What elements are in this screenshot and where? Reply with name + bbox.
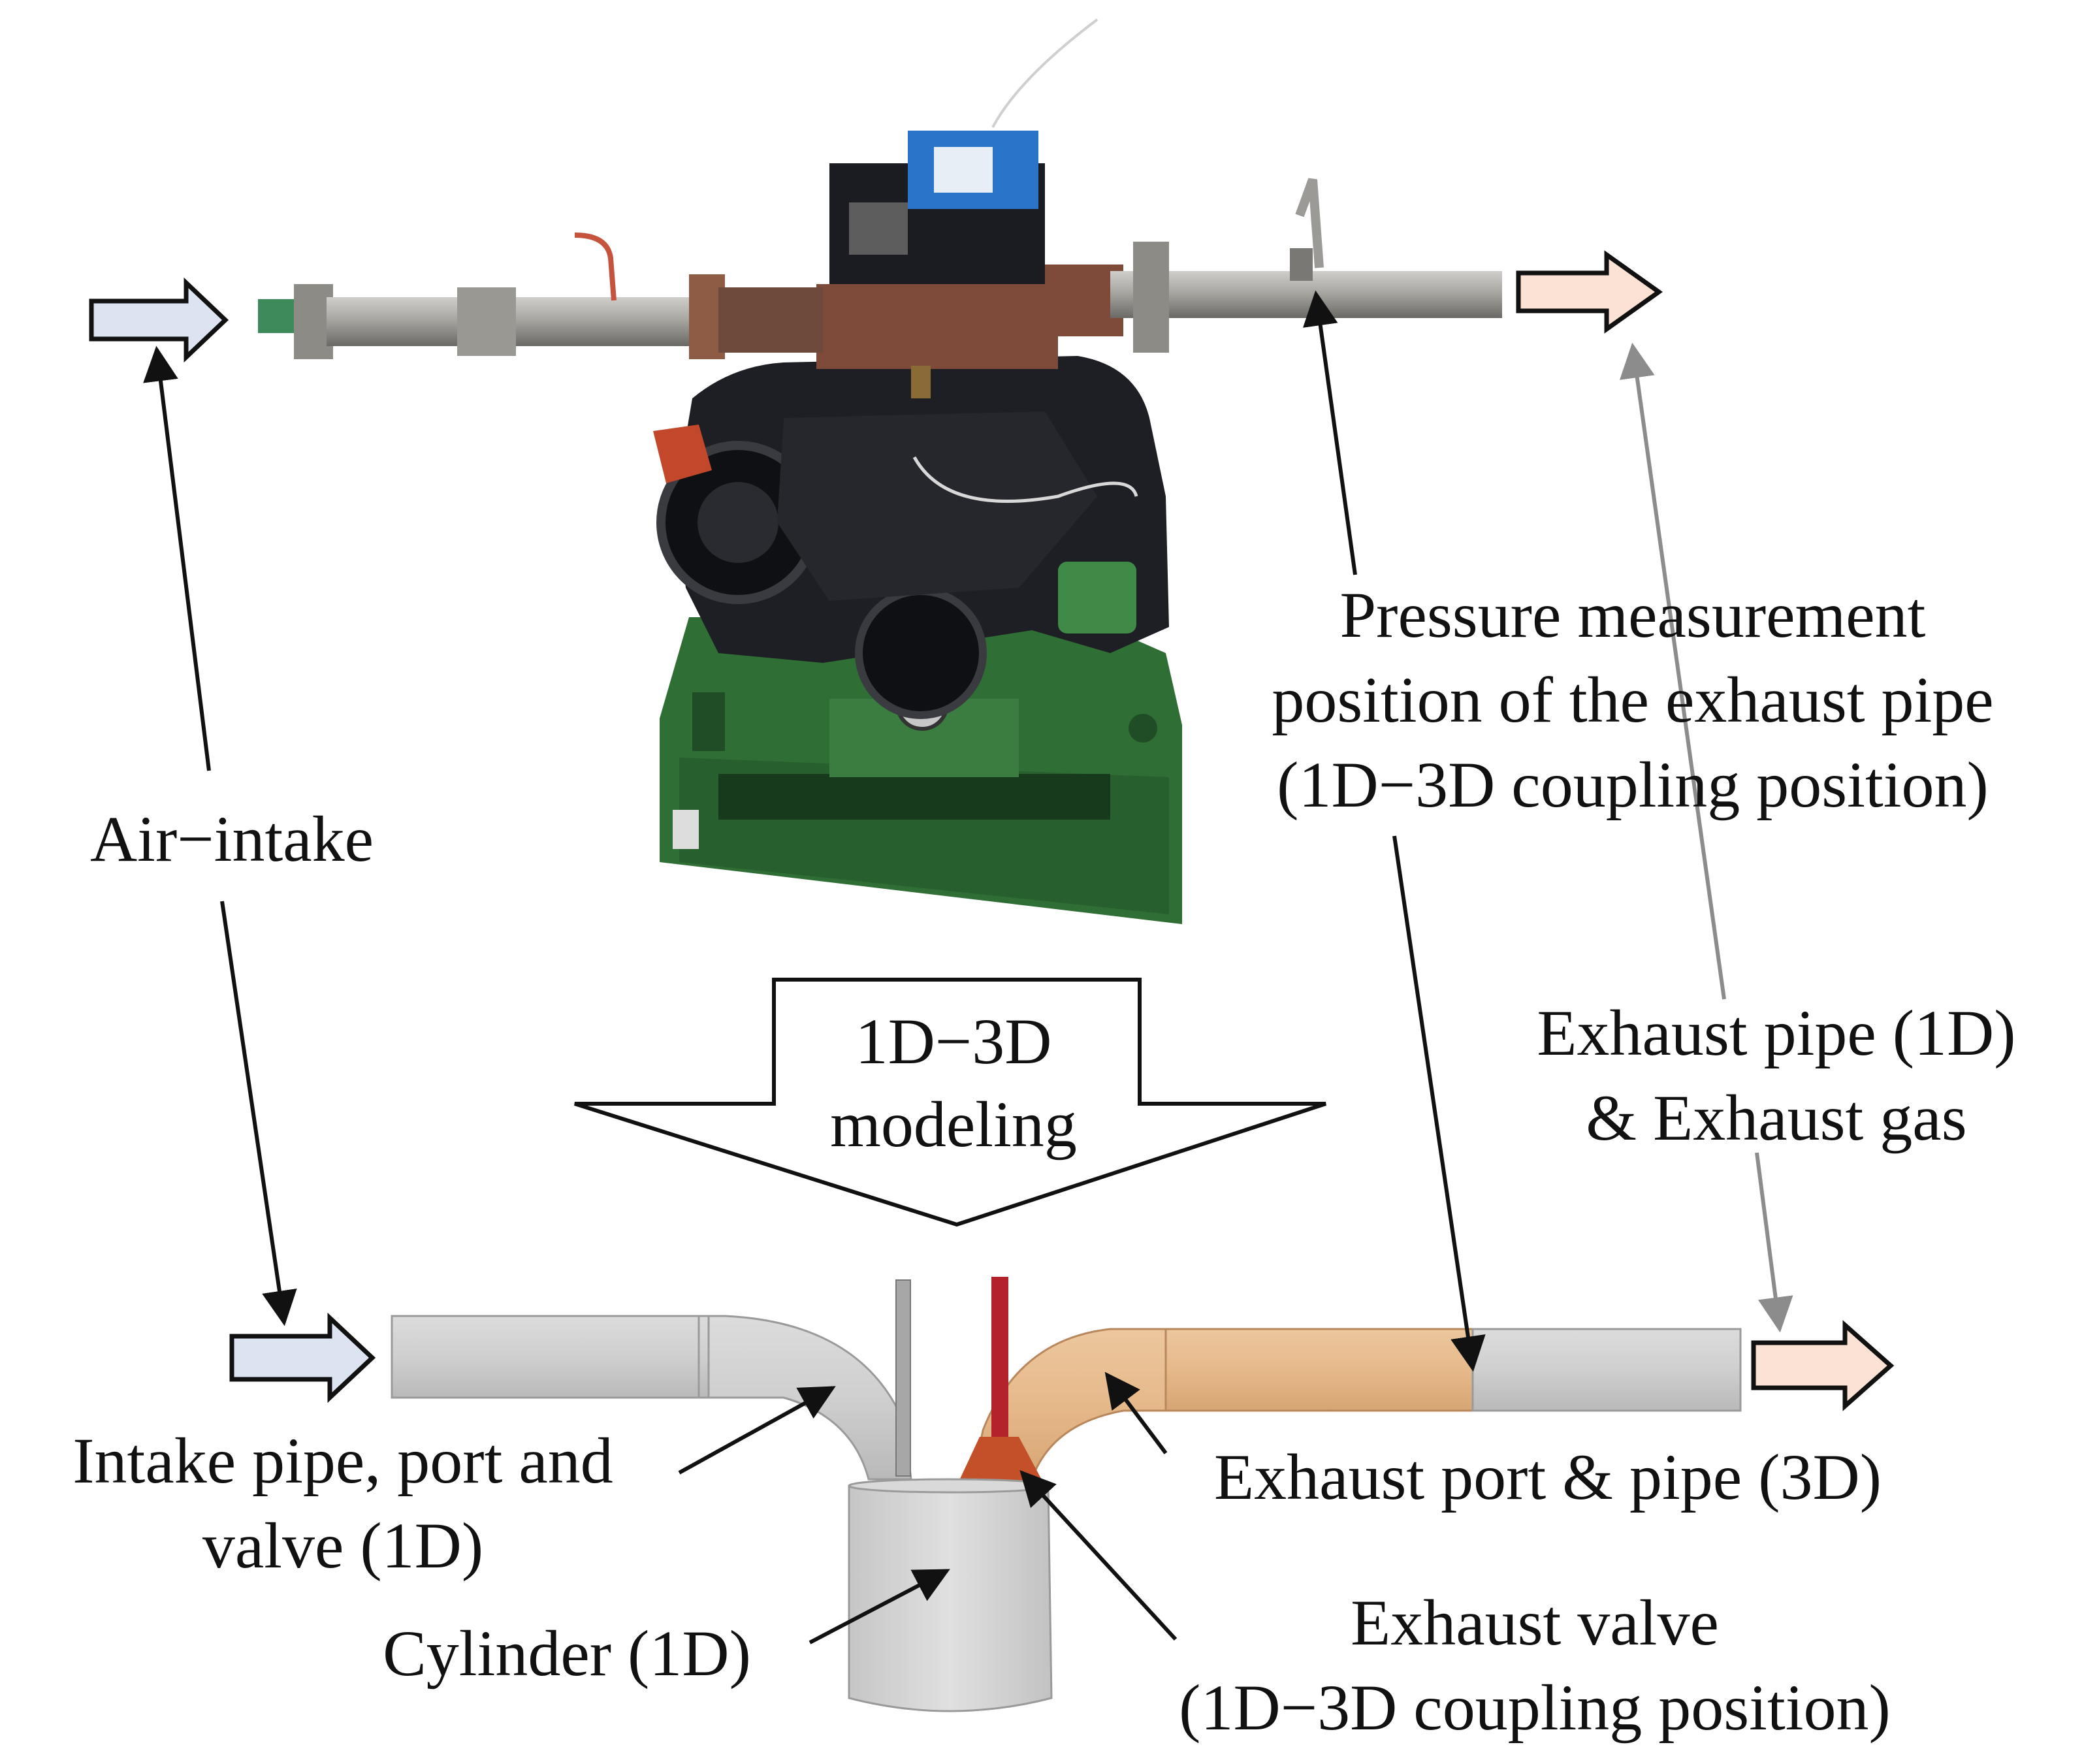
photo-intake-pipe	[258, 233, 823, 359]
label-exhaust-valve-line2: (1D−3D coupling position)	[1179, 1671, 1891, 1744]
label-pressure-line3: (1D−3D coupling position)	[1277, 748, 1989, 821]
leader-lines	[143, 290, 1793, 1644]
leader-intake-pipe	[678, 1386, 836, 1475]
leader-exhaust-pipe-bottom	[1755, 1152, 1793, 1333]
model-exhaust-pipe-3d	[1164, 1328, 1474, 1412]
intake-flow-arrow-bottom	[229, 1312, 376, 1403]
label-modeling-line2: modeling	[830, 1088, 1077, 1161]
label-air-intake: Air−intake	[90, 803, 374, 875]
label-exhaust-valve-line1: Exhaust valve	[1351, 1586, 1719, 1659]
leader-exhaust-valve	[1019, 1470, 1178, 1641]
model-cylinder	[848, 1484, 1053, 1712]
cylinder-head	[816, 18, 1098, 398]
label-intake-line1: Intake pipe, port and	[72, 1424, 613, 1497]
engine-base-frame	[660, 617, 1182, 924]
photo-exhaust-pipe	[1045, 178, 1502, 353]
exhaust-flow-arrow-bottom	[1751, 1320, 1895, 1411]
label-exhaust-pipe-line2: & Exhaust gas	[1586, 1082, 1966, 1154]
modeling-block-arrow	[574, 978, 1326, 1227]
label-pressure-line2: position of the exhaust pipe	[1272, 664, 1993, 736]
exhaust-flow-arrow-top	[1516, 250, 1663, 334]
label-exhaust-pipe-line1: Exhaust pipe (1D)	[1537, 997, 2015, 1069]
label-exhaust-port: Exhaust port & pipe (3D)	[1214, 1441, 1882, 1513]
leader-air-intake-top	[143, 345, 211, 771]
leader-exhaust-pipe-top	[1619, 342, 1726, 1000]
label-cylinder: Cylinder (1D)	[383, 1617, 751, 1690]
leader-air-intake-bottom	[220, 901, 297, 1326]
label-modeling-line1: 1D−3D	[856, 1005, 1052, 1078]
label-intake-line2: valve (1D)	[202, 1509, 483, 1582]
intake-flow-arrow-top	[89, 277, 229, 363]
leader-pressure-top	[1302, 290, 1357, 575]
engine-block	[653, 356, 1169, 719]
model-exhaust-pipe-1d	[1471, 1328, 1742, 1412]
model-render	[391, 1277, 1742, 1712]
model-intake-bend	[707, 1315, 912, 1481]
model-intake-pipe	[391, 1315, 710, 1399]
leader-cylinder	[809, 1569, 950, 1644]
model-intake-valve	[895, 1279, 911, 1477]
leader-pressure-bottom	[1392, 835, 1486, 1372]
leader-exhaust-port	[1104, 1371, 1168, 1454]
engine-photo	[258, 18, 1502, 924]
label-pressure-line1: Pressure measurement	[1340, 579, 1926, 651]
